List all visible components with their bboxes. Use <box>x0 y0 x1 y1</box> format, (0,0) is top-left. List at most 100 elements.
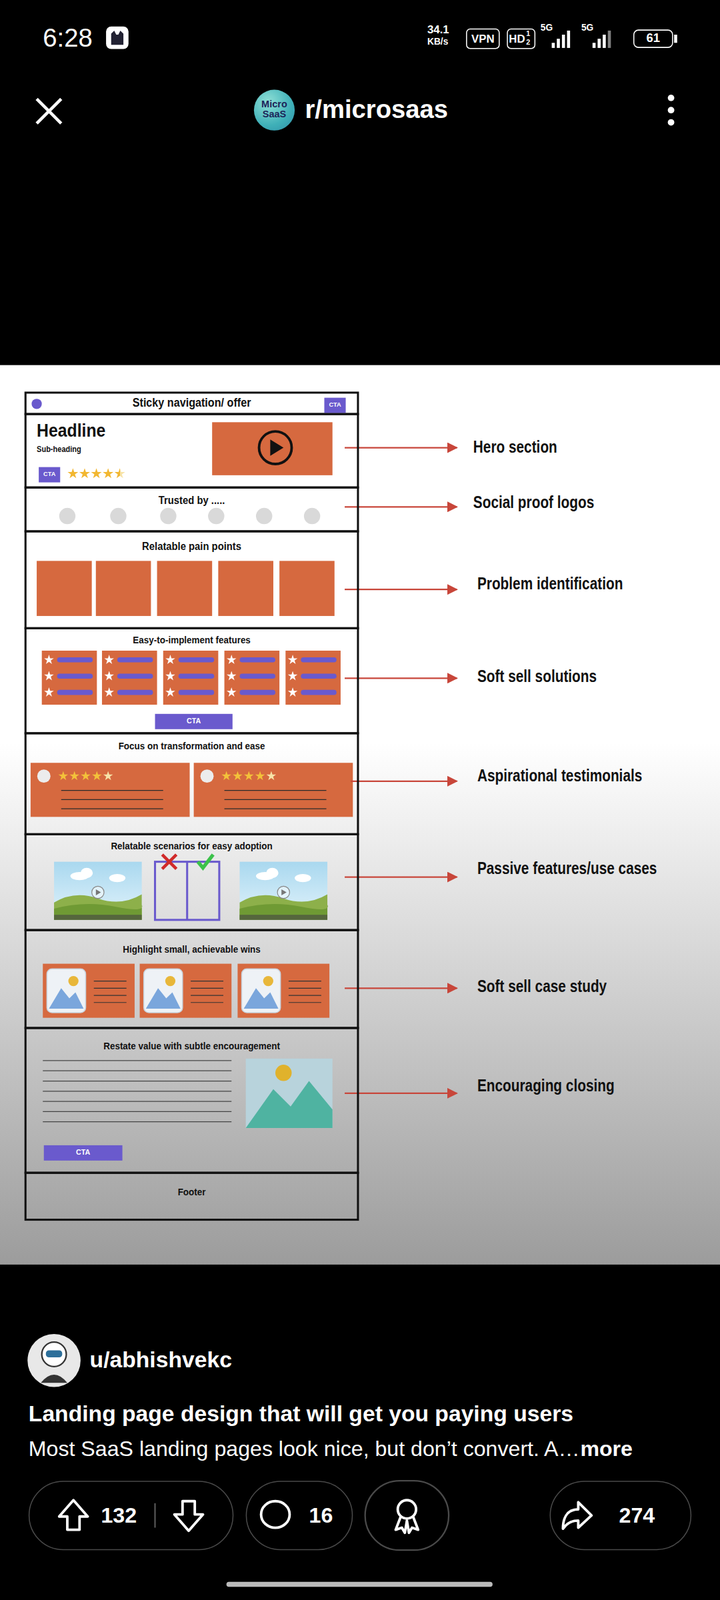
section-heading: Restate value with subtle encouragement <box>46 1040 338 1052</box>
wireframe-art <box>67 468 78 478</box>
wireframe-art <box>59 508 76 524</box>
annotation-label: Encouraging closing <box>477 1076 615 1096</box>
status-icons <box>562 34 566 48</box>
status-badge: VPN <box>466 28 500 50</box>
battery-level: 61 <box>634 31 673 46</box>
wireframe-art <box>224 650 280 705</box>
badge-index: 2 <box>526 38 530 47</box>
annotation-label: Aspirational testimonials <box>477 766 642 786</box>
subreddit-name: r/microsaas <box>304 94 448 124</box>
wireframe-art <box>30 762 190 817</box>
status-badge: HD12 <box>506 28 536 50</box>
wireframe-art <box>42 1121 232 1122</box>
wireframe-art <box>42 1060 232 1061</box>
header-icons <box>668 119 675 126</box>
status-icons <box>556 38 560 48</box>
wireframe-art <box>79 468 90 478</box>
wireframe-section: Restate value with subtle encouragementC… <box>24 1026 360 1174</box>
leader-arrows <box>344 1092 457 1094</box>
post-icons <box>27 1334 81 1388</box>
wireframe-art <box>279 560 335 616</box>
post-icons <box>365 1480 449 1550</box>
post-icons <box>261 1501 290 1528</box>
wireframe-art <box>194 762 354 817</box>
wireframe-art <box>91 468 102 478</box>
post-icons <box>396 1516 419 1533</box>
section-heading: Trusted by ..... <box>46 493 338 506</box>
wireframe-art <box>256 508 272 524</box>
status-icons <box>597 38 601 48</box>
annotation-label: Hero section <box>473 437 558 458</box>
count-label: 16 <box>309 1503 334 1528</box>
leader-arrows <box>344 677 457 679</box>
leader-arrows <box>350 780 457 782</box>
wireframe-art <box>239 862 328 920</box>
section-heading: Relatable pain points <box>46 539 338 552</box>
status-icons <box>592 42 596 48</box>
action-pill: 274 <box>550 1480 692 1550</box>
cta-label: CTA <box>324 402 346 410</box>
post-icons <box>226 1582 493 1588</box>
wireframe-section: Relatable pain points <box>24 530 360 629</box>
wireframe-art <box>246 1081 333 1128</box>
cta-button: CTA <box>44 1145 123 1161</box>
post-icons <box>174 1501 204 1531</box>
post-icons <box>42 1342 67 1367</box>
section-heading: Relatable scenarios for easy adoption <box>46 840 338 853</box>
wireframe-art <box>162 854 176 869</box>
wireframe-art <box>42 1111 232 1112</box>
status-icons <box>674 34 678 43</box>
hero-subheading: Sub-heading <box>36 444 82 454</box>
post-icons <box>562 1502 592 1529</box>
header-icons <box>668 106 675 114</box>
wireframe-section: Focus on transformation and ease <box>24 732 360 836</box>
leader-arrows <box>344 876 457 878</box>
wireframe-section: Footer <box>24 1172 360 1221</box>
header-icons <box>668 94 675 102</box>
wireframe-art <box>275 1064 292 1081</box>
net-speed: 34.1 <box>427 23 450 36</box>
network-type: 5G <box>581 22 594 34</box>
wireframe-art <box>36 560 92 616</box>
wireframe-art <box>42 1101 232 1102</box>
wireframe-art <box>218 560 274 616</box>
count-label: 274 <box>619 1503 656 1528</box>
status-icons <box>567 30 571 48</box>
wireframe-art <box>42 964 135 1018</box>
wireframe-art <box>285 650 341 705</box>
wireframe-art <box>110 508 126 524</box>
cta-button: CTA <box>155 714 233 730</box>
post-excerpt: Most SaaS landing pages look nice, but d… <box>28 1436 580 1462</box>
wireframe-art <box>162 854 176 869</box>
wireframe-art <box>160 508 176 524</box>
leader-arrows <box>344 448 457 1094</box>
hero-headline: Headline <box>36 420 106 442</box>
clock-time: 6:28 <box>42 23 92 53</box>
wireframe-art <box>304 508 320 524</box>
wireframe-art <box>102 650 158 705</box>
wireframe-art <box>42 1070 232 1072</box>
wireframe-section: Trusted by ..... <box>24 486 360 533</box>
annotation-label: Soft sell case study <box>477 976 607 997</box>
wireframe-section: Highlight small, achievable wins <box>24 929 360 1030</box>
wireframe-art <box>140 964 232 1018</box>
wireframe-art <box>163 650 219 705</box>
post-icons <box>27 1334 592 1587</box>
more-link: more <box>580 1436 633 1462</box>
cta-label: CTA <box>44 1148 123 1157</box>
leader-arrows <box>344 446 457 448</box>
post-icons <box>40 1374 68 1383</box>
wireframe-section: Sticky navigation/ offerCTA <box>24 391 360 415</box>
wireframe-art <box>42 1080 232 1082</box>
wireframe-art <box>246 1058 333 1128</box>
wireframe-section: Relatable scenarios for easy adoption <box>24 833 360 932</box>
post-icons <box>398 1500 417 1519</box>
status-icons <box>608 30 612 48</box>
wireframe-art <box>102 468 114 478</box>
cta-label: CTA <box>155 717 233 726</box>
wireframe-art <box>259 431 292 464</box>
wireframe-art <box>114 468 126 478</box>
status-icons <box>552 42 556 48</box>
